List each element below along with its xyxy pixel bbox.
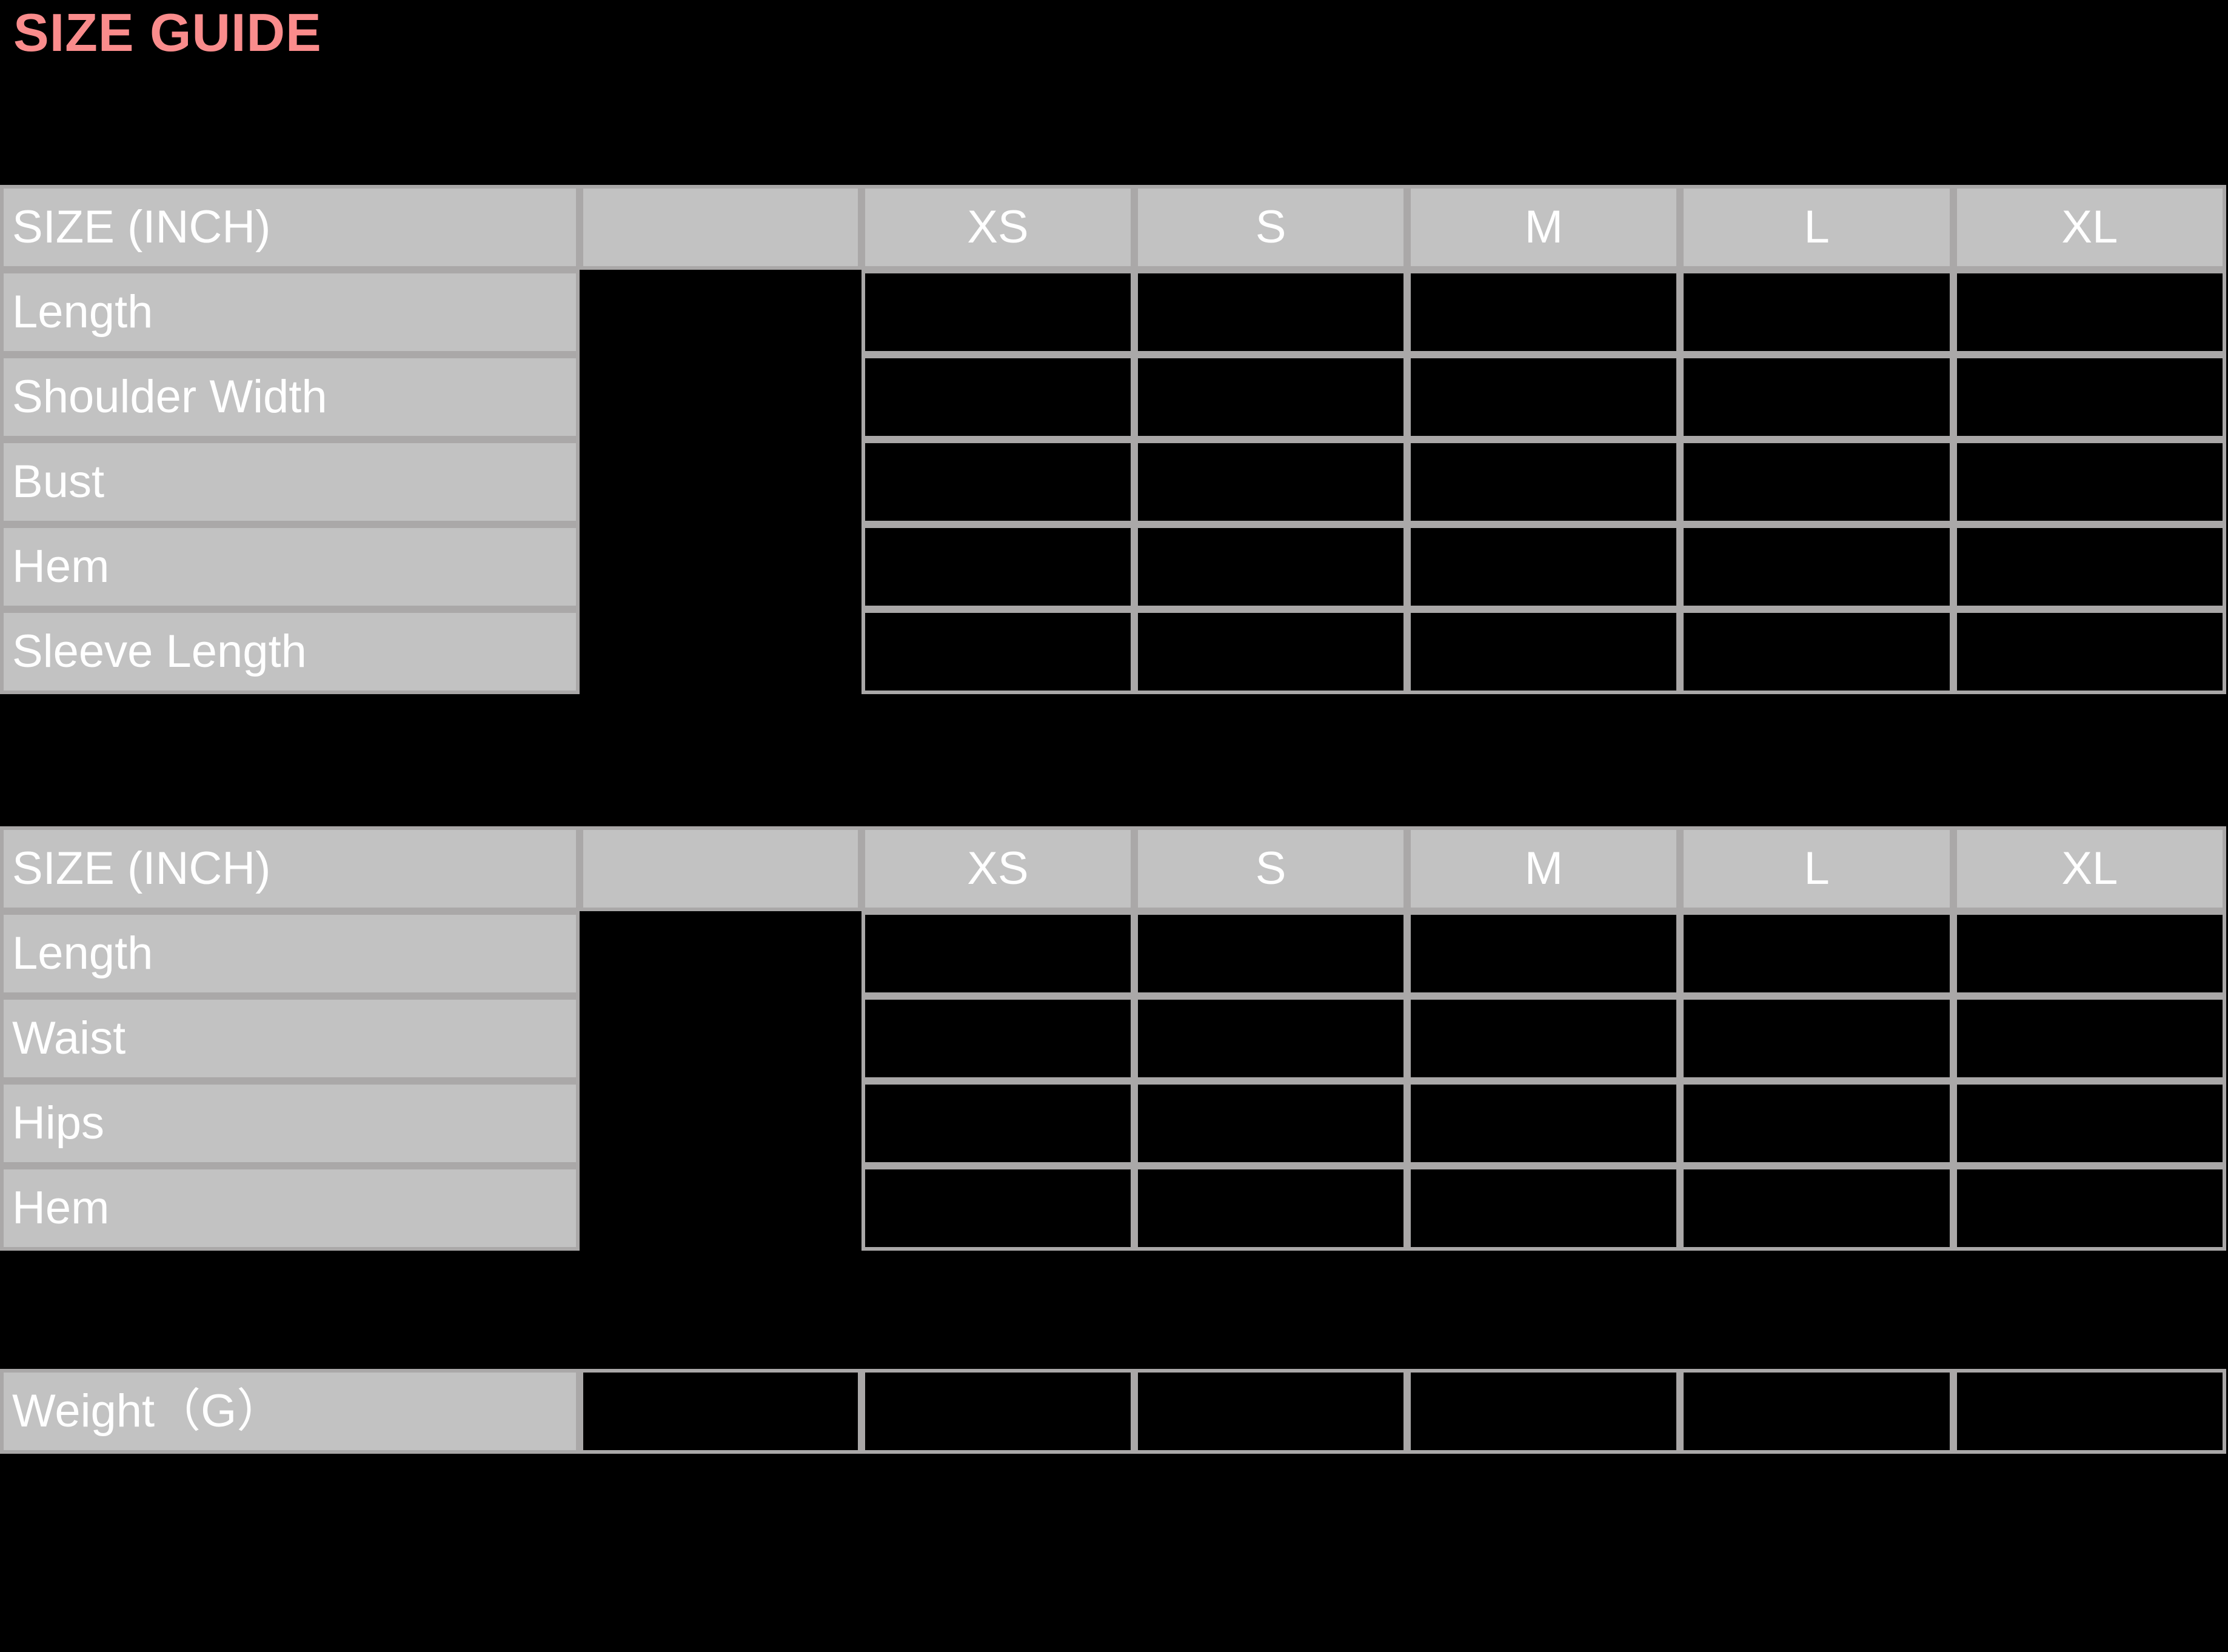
table-row: Length	[0, 911, 2226, 1251]
row-label-length-2: Length	[0, 911, 580, 996]
table-row: Shoulder Width	[0, 355, 2226, 440]
cell-bottom-hem-l	[1680, 1166, 1953, 1251]
header-size-s: S	[1134, 185, 1408, 270]
cell-weight-xs	[861, 1369, 1134, 1454]
cell-length-xs	[861, 270, 1134, 355]
cell-weight-m	[1407, 1369, 1681, 1454]
cell-shoulder-width-xl	[1953, 355, 2226, 440]
table-row: Weight（G）	[0, 1369, 2226, 1454]
header-size-s-2: S	[1134, 826, 1408, 911]
cell-waist-xl	[1953, 996, 2226, 1081]
table-header-row: SIZE (INCH) XS S M L XL	[0, 185, 2226, 270]
cell-waist-m	[1407, 996, 1681, 1081]
row-label-weight: Weight（G）	[0, 1369, 580, 1454]
row-label-bust: Bust	[0, 440, 580, 524]
row-label-length: Length	[0, 270, 580, 355]
cell-weight-xl	[1953, 1369, 2226, 1454]
cell-hem-l	[1680, 524, 1953, 609]
cell-bottom-length-l	[1680, 911, 1953, 996]
cell-hips-l	[1680, 1081, 1953, 1166]
cell-sleeve-length-s	[1134, 609, 1408, 694]
header-blank	[579, 185, 861, 270]
cell-bust-xl	[1953, 440, 2226, 524]
cell-length-m	[1407, 270, 1681, 355]
row-label-shoulder-width: Shoulder Width	[0, 355, 580, 440]
table-row: Hem	[0, 1166, 2226, 1251]
table-row: Length	[0, 270, 2226, 694]
cell-waist-s	[1134, 996, 1408, 1081]
cell-bust-s	[1134, 440, 1408, 524]
header-size-l: L	[1680, 185, 1953, 270]
header-size-inch-2: SIZE (INCH)	[0, 826, 580, 911]
spacer-column	[579, 270, 861, 694]
header-size-xl-2: XL	[1953, 826, 2226, 911]
header-size-xs: XS	[861, 185, 1134, 270]
size-table-weight: Weight（G）	[0, 1369, 2226, 1454]
cell-bottom-length-xl	[1953, 911, 2226, 996]
cell-hips-m	[1407, 1081, 1681, 1166]
size-table-tops: SIZE (INCH) XS S M L XL Length Shoulder …	[0, 185, 2226, 694]
header-size-l-2: L	[1680, 826, 1953, 911]
cell-shoulder-width-l	[1680, 355, 1953, 440]
cell-hem-xl	[1953, 524, 2226, 609]
cell-bust-l	[1680, 440, 1953, 524]
cell-bottom-hem-xl	[1953, 1166, 2226, 1251]
cell-hips-xl	[1953, 1081, 2226, 1166]
cell-length-l	[1680, 270, 1953, 355]
cell-waist-l	[1680, 996, 1953, 1081]
cell-shoulder-width-xs	[861, 355, 1134, 440]
header-blank-2	[579, 826, 861, 911]
cell-bust-xs	[861, 440, 1134, 524]
header-size-xl: XL	[1953, 185, 2226, 270]
cell-hem-s	[1134, 524, 1408, 609]
cell-hips-xs	[861, 1081, 1134, 1166]
cell-hips-s	[1134, 1081, 1408, 1166]
table-row: Waist	[0, 996, 2226, 1081]
table-row: Bust	[0, 440, 2226, 524]
cell-shoulder-width-s	[1134, 355, 1408, 440]
cell-bottom-length-m	[1407, 911, 1681, 996]
row-label-hips: Hips	[0, 1081, 580, 1166]
header-size-inch: SIZE (INCH)	[0, 185, 580, 270]
row-label-sleeve-length: Sleeve Length	[0, 609, 580, 694]
table-row: Hem	[0, 524, 2226, 609]
cell-weight-blank	[579, 1369, 861, 1454]
cell-bottom-hem-xs	[861, 1166, 1134, 1251]
cell-hem-xs	[861, 524, 1134, 609]
cell-weight-l	[1680, 1369, 1953, 1454]
size-table-bottoms: SIZE (INCH) XS S M L XL Length Waist	[0, 826, 2226, 1251]
table-header-row: SIZE (INCH) XS S M L XL	[0, 826, 2226, 911]
cell-sleeve-length-m	[1407, 609, 1681, 694]
header-size-xs-2: XS	[861, 826, 1134, 911]
row-label-hem-2: Hem	[0, 1166, 580, 1251]
cell-length-s	[1134, 270, 1408, 355]
cell-hem-m	[1407, 524, 1681, 609]
page-title: SIZE GUIDE	[13, 2, 322, 62]
row-label-waist: Waist	[0, 996, 580, 1081]
cell-bottom-hem-s	[1134, 1166, 1408, 1251]
cell-shoulder-width-m	[1407, 355, 1681, 440]
header-size-m: M	[1407, 185, 1681, 270]
row-label-hem: Hem	[0, 524, 580, 609]
header-size-m-2: M	[1407, 826, 1681, 911]
cell-sleeve-length-xs	[861, 609, 1134, 694]
cell-weight-s	[1134, 1369, 1408, 1454]
cell-sleeve-length-xl	[1953, 609, 2226, 694]
cell-bottom-length-xs	[861, 911, 1134, 996]
cell-bottom-hem-m	[1407, 1166, 1681, 1251]
cell-bottom-length-s	[1134, 911, 1408, 996]
cell-sleeve-length-l	[1680, 609, 1953, 694]
table-row: Sleeve Length	[0, 609, 2226, 694]
table-row: Hips	[0, 1081, 2226, 1166]
cell-length-xl	[1953, 270, 2226, 355]
cell-bust-m	[1407, 440, 1681, 524]
spacer-column-2	[579, 911, 861, 1251]
cell-waist-xs	[861, 996, 1134, 1081]
